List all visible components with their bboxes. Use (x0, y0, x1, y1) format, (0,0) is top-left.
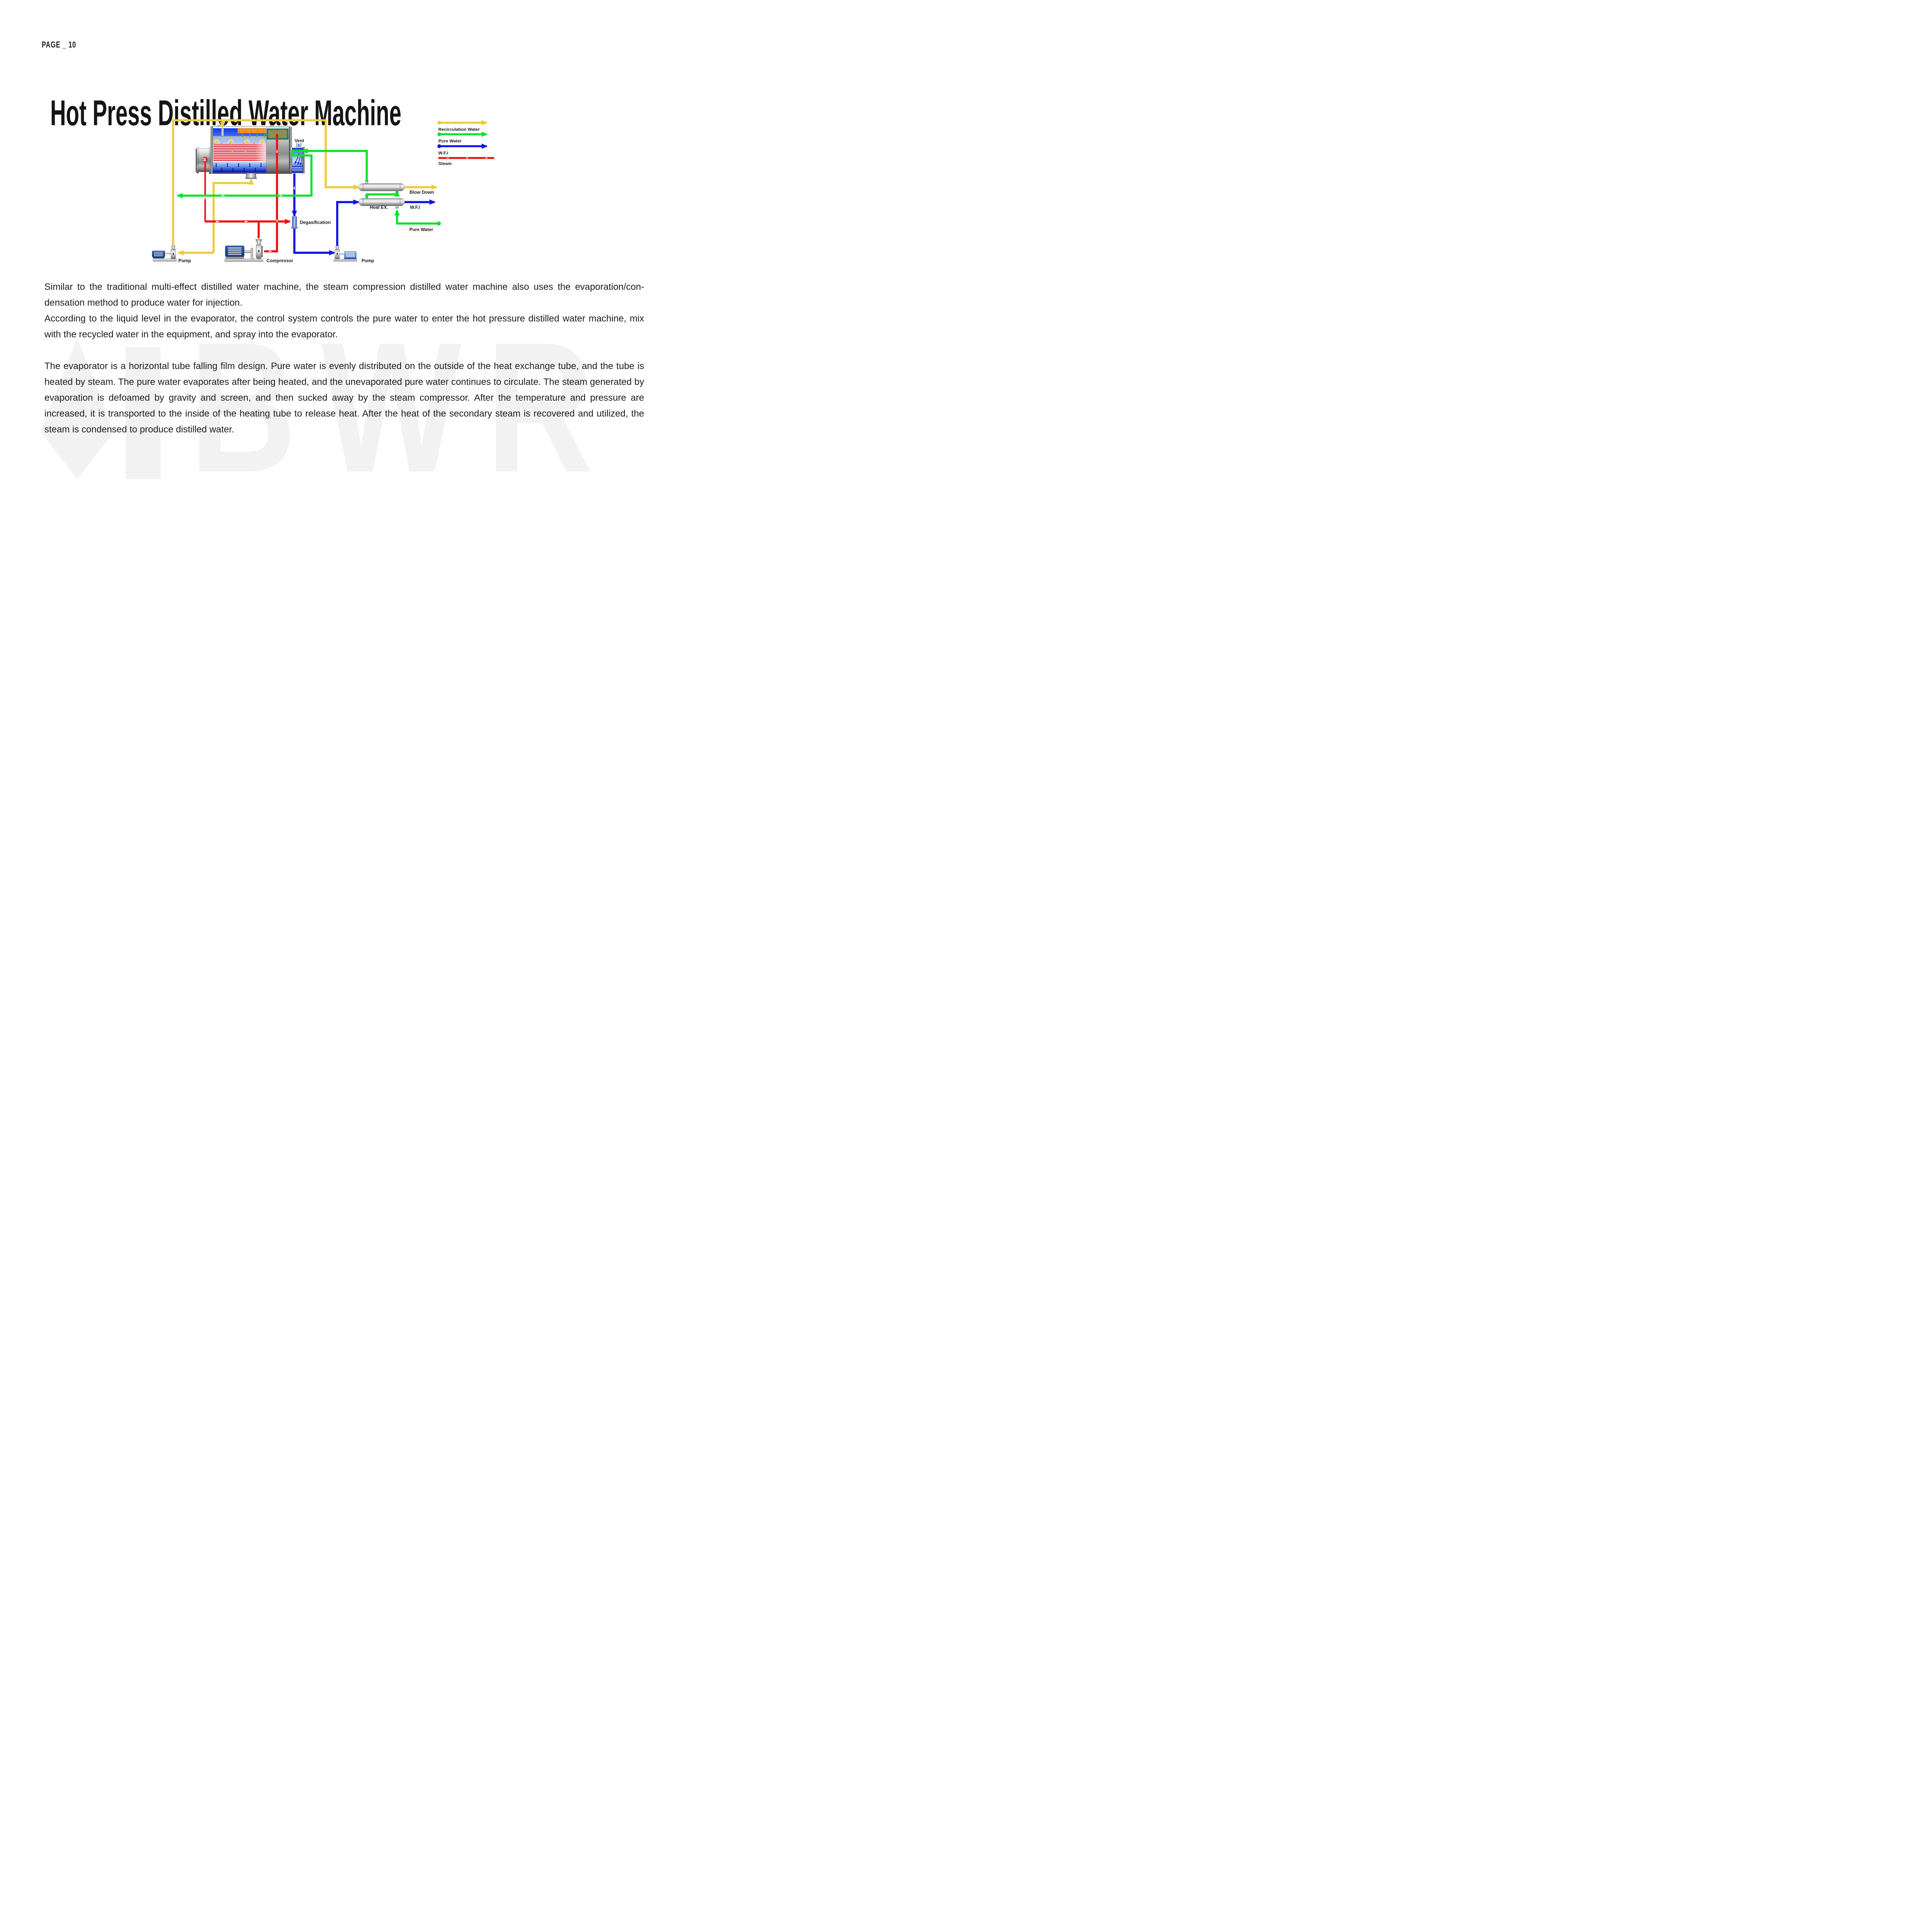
vessel-right-section (266, 127, 292, 173)
legend-label-pure-water: Pure Water (438, 139, 462, 143)
diagram-labels: Vent Blow Down Heat EX. W.F.I Pure Water… (179, 138, 434, 263)
pool-mixing-arrows (213, 162, 266, 172)
wfi-pump (333, 246, 357, 262)
diagram-legend: Recirculation Water Pure Water W.F.I Ste… (437, 120, 494, 166)
separator-demister-screen (292, 166, 303, 173)
label-compressor: Compressor (267, 259, 293, 264)
label-pump-right: Pump (362, 259, 374, 264)
body-text: Similar to the traditional multi-effect … (44, 279, 644, 437)
legend-pure-water: Pure Water (437, 131, 488, 143)
vapor-arrows (213, 142, 259, 155)
spray-down-arrows (238, 129, 265, 138)
label-pump-left: Pump (179, 259, 191, 264)
vessel-interior (213, 128, 267, 173)
blowdown-heat-exchanger (359, 180, 405, 194)
paragraph-2: According to the liquid level in the eva… (44, 313, 644, 340)
pure-water-source-dot (437, 221, 441, 226)
recirculation-water-pipes (172, 119, 438, 256)
recirculation-inlet-tube (221, 128, 224, 137)
watermark-bar (126, 347, 160, 479)
label-vent: Vent (294, 138, 304, 143)
spray-nozzles (213, 137, 265, 143)
legend-recirculation-water: Recirculation Water (437, 120, 488, 132)
label-wfi: W.F.I (410, 205, 420, 210)
steam-compressor (224, 239, 264, 262)
recirculation-pump (152, 245, 177, 262)
evaporator-vessel (196, 125, 292, 179)
legend-label-recirculation: Recirculation Water (438, 127, 480, 132)
paragraph-3: The evaporator is a horizontal tube fall… (44, 361, 644, 435)
watermark-text: BWR (189, 335, 618, 479)
pure-water-pipes (176, 148, 439, 225)
legend-label-steam: Steam (438, 162, 451, 166)
label-pure-water: Pure Water (410, 227, 434, 232)
degasification-column (291, 215, 298, 229)
catalog-page: BWR PAGE _ 10 Hot Press Distilled Water … (0, 0, 678, 479)
heating-tube-bundle (213, 143, 266, 162)
background-watermark: BWR (41, 335, 618, 479)
label-degasification: Degasification (300, 220, 331, 225)
label-heat-ex: Heat EX. (370, 205, 388, 210)
vent-nozzle (296, 143, 301, 148)
process-diagram: Vent Blow Down Heat EX. W.F.I Pure Water… (152, 119, 494, 264)
vessel-bottom-stub (245, 173, 257, 179)
vapor-separator (291, 143, 305, 173)
page-number-label: PAGE _ 10 (42, 40, 77, 50)
label-blow-down: Blow Down (410, 190, 434, 195)
legend-wfi: W.F.I (437, 143, 488, 155)
vent-up-arrow-icon (298, 144, 300, 147)
distributor-box (238, 128, 267, 133)
legend-steam: Steam (438, 157, 494, 166)
watermark-arrow-icon (41, 338, 114, 479)
legend-label-wfi: W.F.I (438, 151, 448, 155)
paragraph-1: Similar to the traditional multi-effect … (44, 282, 644, 308)
